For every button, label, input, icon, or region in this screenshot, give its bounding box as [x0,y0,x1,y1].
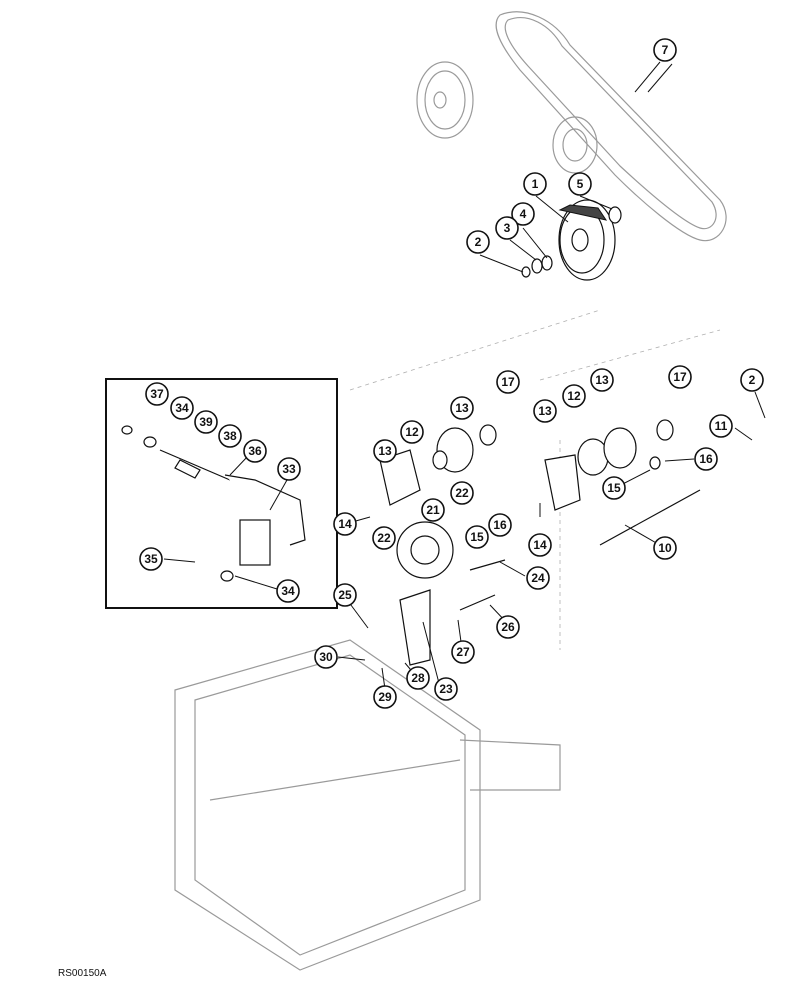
callout-label: 17 [673,370,687,384]
callout-36: 36 [243,439,267,463]
callout-label: 24 [531,571,545,585]
callout-label: 38 [223,429,237,443]
callout-1: 1 [523,172,547,196]
callout-label: 10 [658,541,672,555]
callout-label: 13 [378,444,392,458]
callout-34b: 34 [276,579,300,603]
callout-label: 27 [456,645,470,659]
hopper-frame-ghost [174,639,561,971]
callout-label: 26 [501,620,515,634]
callout-label: 17 [501,375,515,389]
callout-label: 3 [504,221,511,235]
callout-label: 14 [338,517,352,531]
callout-17b: 17 [668,365,692,389]
callout-label: 13 [538,404,552,418]
callout-label: 33 [282,462,296,476]
callout-4: 4 [511,202,535,226]
callout-13a: 13 [450,396,474,420]
drawing-code: RS00150A [58,968,107,979]
callout-12a: 12 [400,420,424,444]
callout-label: 25 [338,588,352,602]
callout-12b: 12 [562,384,586,408]
callout-label: 1 [532,177,539,191]
callout-label: 14 [533,538,547,552]
callout-label: 29 [378,690,392,704]
callout-label: 34 [281,584,295,598]
callout-5: 5 [568,172,592,196]
callout-15a: 15 [465,525,489,549]
pulley-1 [558,199,616,281]
inset-detail-box [105,378,338,609]
callout-16b: 16 [694,447,718,471]
upper-pulley-ghost [416,61,598,174]
callout-30: 30 [314,645,338,669]
callout-label: 11 [715,419,728,433]
callout-label: 5 [577,177,584,191]
callout-11: 11 [709,414,733,438]
callout-25: 25 [333,583,357,607]
callout-label: 13 [595,373,609,387]
callout-label: 7 [662,43,669,57]
callout-14b: 14 [528,533,552,557]
callout-label: 35 [144,552,158,566]
callout-10: 10 [653,536,677,560]
callout-13d: 13 [533,399,557,423]
callout-33: 33 [277,457,301,481]
callout-22a: 22 [450,481,474,505]
callout-16a: 16 [488,513,512,537]
callout-label: 16 [699,452,713,466]
callout-13c: 13 [590,368,614,392]
drive-belt-ghost [495,11,727,242]
callout-28: 28 [406,666,430,690]
callout-label: 39 [199,415,213,429]
callout-label: 28 [411,671,425,685]
callout-2b: 2 [740,368,764,392]
callout-label: 36 [248,444,262,458]
callout-label: 13 [455,401,469,415]
callout-15b: 15 [602,476,626,500]
callout-35: 35 [139,547,163,571]
callout-label: 22 [455,486,469,500]
washer-parts [521,206,622,278]
callout-label: 15 [607,481,621,495]
callout-26: 26 [496,615,520,639]
callout-label: 34 [175,401,189,415]
idler-assembly [379,424,506,666]
inset-parts [121,425,306,582]
callout-13b: 13 [373,439,397,463]
callout-label: 21 [426,503,440,517]
callout-label: 2 [749,373,756,387]
callout-39: 39 [194,410,218,434]
callout-14a: 14 [333,512,357,536]
callout-label: 12 [567,389,581,403]
callout-34: 34 [170,396,194,420]
callout-21: 21 [421,498,445,522]
callout-3: 3 [495,216,519,240]
callout-7: 7 [653,38,677,62]
callout-24: 24 [526,566,550,590]
callout-17: 17 [496,370,520,394]
callout-23: 23 [434,677,458,701]
callout-label: 16 [493,518,507,532]
callout-label: 37 [150,387,164,401]
callout-label: 23 [439,682,453,696]
callout-label: 30 [319,650,333,664]
callout-38: 38 [218,424,242,448]
callout-22b: 22 [372,526,396,550]
callout-27: 27 [451,640,475,664]
right-idler-assembly [544,419,701,546]
callout-label: 2 [475,235,482,249]
callout-label: 15 [470,530,484,544]
callout-label: 12 [405,425,419,439]
callout-label: 4 [520,207,527,221]
callout-label: 22 [377,531,391,545]
callout-29: 29 [373,685,397,709]
callout-37: 37 [145,382,169,406]
callout-2: 2 [466,230,490,254]
